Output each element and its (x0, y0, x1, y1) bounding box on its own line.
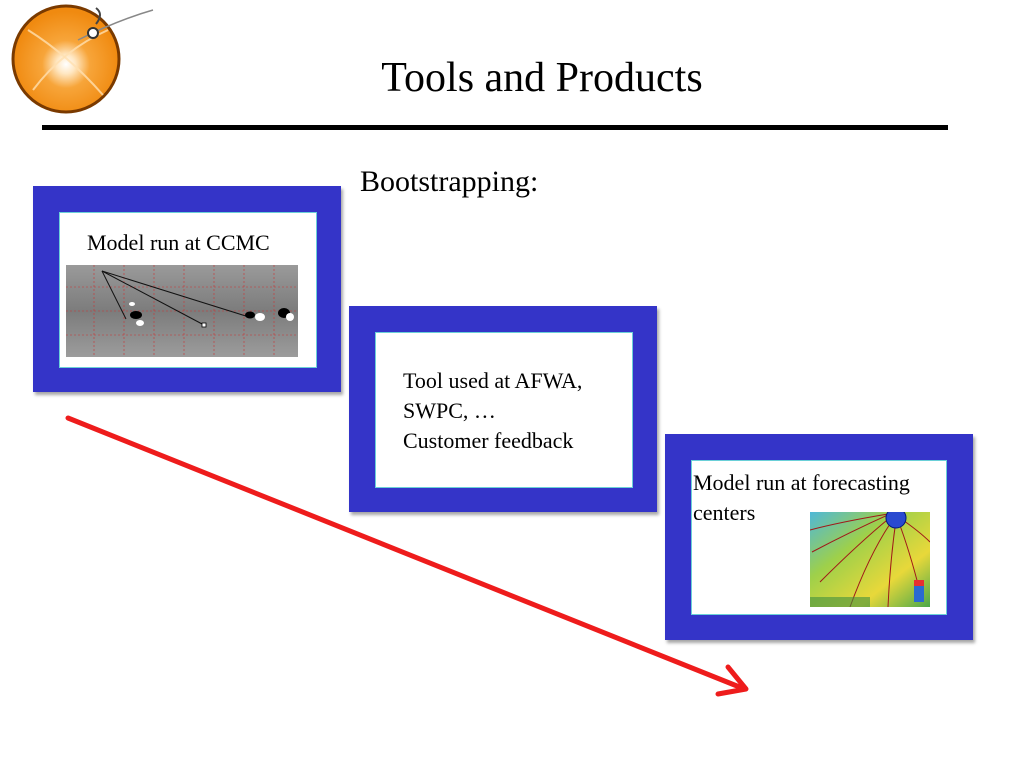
panel-line-agencies: Tool used at AFWA, (403, 368, 583, 393)
ccmc-model-output-image (64, 257, 300, 365)
panel-line-swpc: SWPC, … (403, 398, 496, 423)
forecast-model-output-image (810, 512, 930, 607)
slide-title: Tools and Products (381, 55, 703, 101)
panel-line-centers: centers (693, 500, 756, 525)
panel-line-forecasting: Model run at forecasting (693, 470, 910, 495)
bootstrapping-heading: Bootstrapping: (360, 165, 539, 198)
title-divider (42, 125, 948, 130)
panel-label: Model run at CCMC (87, 230, 270, 255)
ccmc-model-run-panel: Model run at CCMC (33, 186, 341, 392)
operational-tool-panel: Tool used at AFWA, SWPC, … Customer feed… (349, 306, 657, 512)
sun-orbit-logo-icon (11, 4, 154, 114)
forecasting-centers-panel: Model run at forecasting centers (665, 434, 973, 640)
panel-line-feedback: Customer feedback (403, 428, 574, 453)
